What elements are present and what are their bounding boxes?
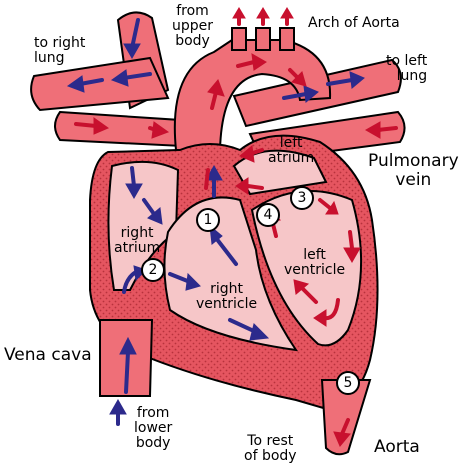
- arrow-to-right-lung-1: [78, 78, 104, 86]
- right-ventricle-chamber: [163, 196, 299, 352]
- arrow-head: [125, 183, 143, 200]
- arrow-head: [110, 69, 129, 87]
- arrow-head: [205, 164, 223, 181]
- arrow-head: [343, 247, 361, 264]
- arrow-head: [123, 43, 141, 60]
- arrow-arch-1: [210, 90, 218, 110]
- arrow-right-atrium-diag: [142, 198, 156, 216]
- pulmonary-artery-right: [30, 56, 170, 112]
- arrow-rv-down: [228, 318, 258, 334]
- arrow-head: [291, 71, 307, 87]
- arrow-upper-body-inflow: [130, 18, 140, 50]
- arrow-head: [364, 121, 381, 139]
- arrow-from-right-lung: [74, 122, 98, 128]
- arrow-head: [349, 71, 365, 89]
- arrow-ra-to-rv: [122, 270, 138, 294]
- descending-aorta: [320, 379, 372, 456]
- oxygenated-flow-arrows: [74, 7, 398, 447]
- label-pulmonary-vein: Pulmonary vein: [368, 151, 459, 190]
- step-marker-5: 5: [336, 371, 360, 395]
- label-left-ventricle: left ventricle: [284, 247, 346, 278]
- arrow-to-right-lung-2: [122, 72, 152, 80]
- arrow-to-left-lung-2: [326, 78, 354, 86]
- arrow-head: [185, 272, 201, 291]
- arrow-head: [207, 79, 225, 97]
- arrow-la-1: [246, 184, 264, 190]
- pulmonary-vein-right: [54, 110, 184, 148]
- arrow-head: [93, 117, 110, 135]
- step-marker-3: 3: [290, 186, 314, 210]
- arrow-lv-up: [300, 286, 318, 304]
- label-to-left-lung: to left lung: [386, 53, 428, 84]
- arrow-head: [313, 309, 327, 327]
- arrow-head: [109, 398, 127, 415]
- aortic-branch: [279, 27, 295, 51]
- arrow-head: [147, 207, 163, 225]
- arrow-head: [235, 177, 249, 195]
- arrow-head: [256, 7, 270, 19]
- aortic-arch: [173, 39, 332, 151]
- label-from-upper-body: from upper body: [172, 3, 214, 49]
- arrow-to-left-lung-1: [282, 92, 308, 100]
- label-right-ventricle: right ventricle: [196, 281, 258, 312]
- left-ventricle-chamber: [250, 190, 363, 347]
- arrow-from-left-lung: [376, 126, 398, 132]
- label-vena-cava: Vena cava: [4, 345, 92, 365]
- label-aorta: Aorta: [374, 437, 420, 457]
- label-from-lower-body: from lower body: [134, 405, 173, 451]
- arrow-ascending-aorta: [204, 168, 210, 190]
- arrow-arch-2: [236, 60, 256, 68]
- step-marker-2: 2: [141, 258, 165, 282]
- arrow-head: [249, 323, 270, 341]
- arrow-head: [333, 431, 351, 447]
- label-arch-of-aorta: Arch of Aorta: [308, 15, 400, 31]
- arrow-head: [119, 336, 137, 355]
- label-to-rest-of-body: To rest of body: [244, 433, 297, 464]
- arrow-rv-up: [214, 236, 238, 266]
- arrow-head: [251, 53, 267, 71]
- arrow-head: [280, 7, 294, 19]
- arrow-mitral: [318, 198, 332, 210]
- aortic-branch: [231, 27, 247, 51]
- arrow-head: [325, 200, 339, 215]
- label-right-atrium: right atrium: [114, 225, 161, 256]
- arrow-head: [303, 85, 319, 103]
- arrow-lv-down: [348, 230, 354, 250]
- arrow-head: [239, 145, 255, 163]
- aortic-branch: [255, 27, 271, 51]
- arrow-head: [232, 7, 246, 19]
- arrow-head: [293, 279, 310, 295]
- label-left-atrium: left atrium: [268, 135, 315, 166]
- arrow-descending-aorta: [340, 418, 350, 436]
- left-atrium-chamber: [232, 149, 328, 196]
- step-marker-1: 1: [196, 208, 220, 232]
- step-marker-4: 4: [256, 203, 280, 227]
- arrow-head: [66, 75, 85, 93]
- label-to-right-lung: to right lung: [34, 35, 86, 66]
- arrow-right-atrium-down: [130, 166, 136, 188]
- deoxygenated-flow-arrows: [66, 18, 365, 426]
- arrow-ivc-up: [124, 350, 130, 394]
- arrow-head: [151, 121, 170, 139]
